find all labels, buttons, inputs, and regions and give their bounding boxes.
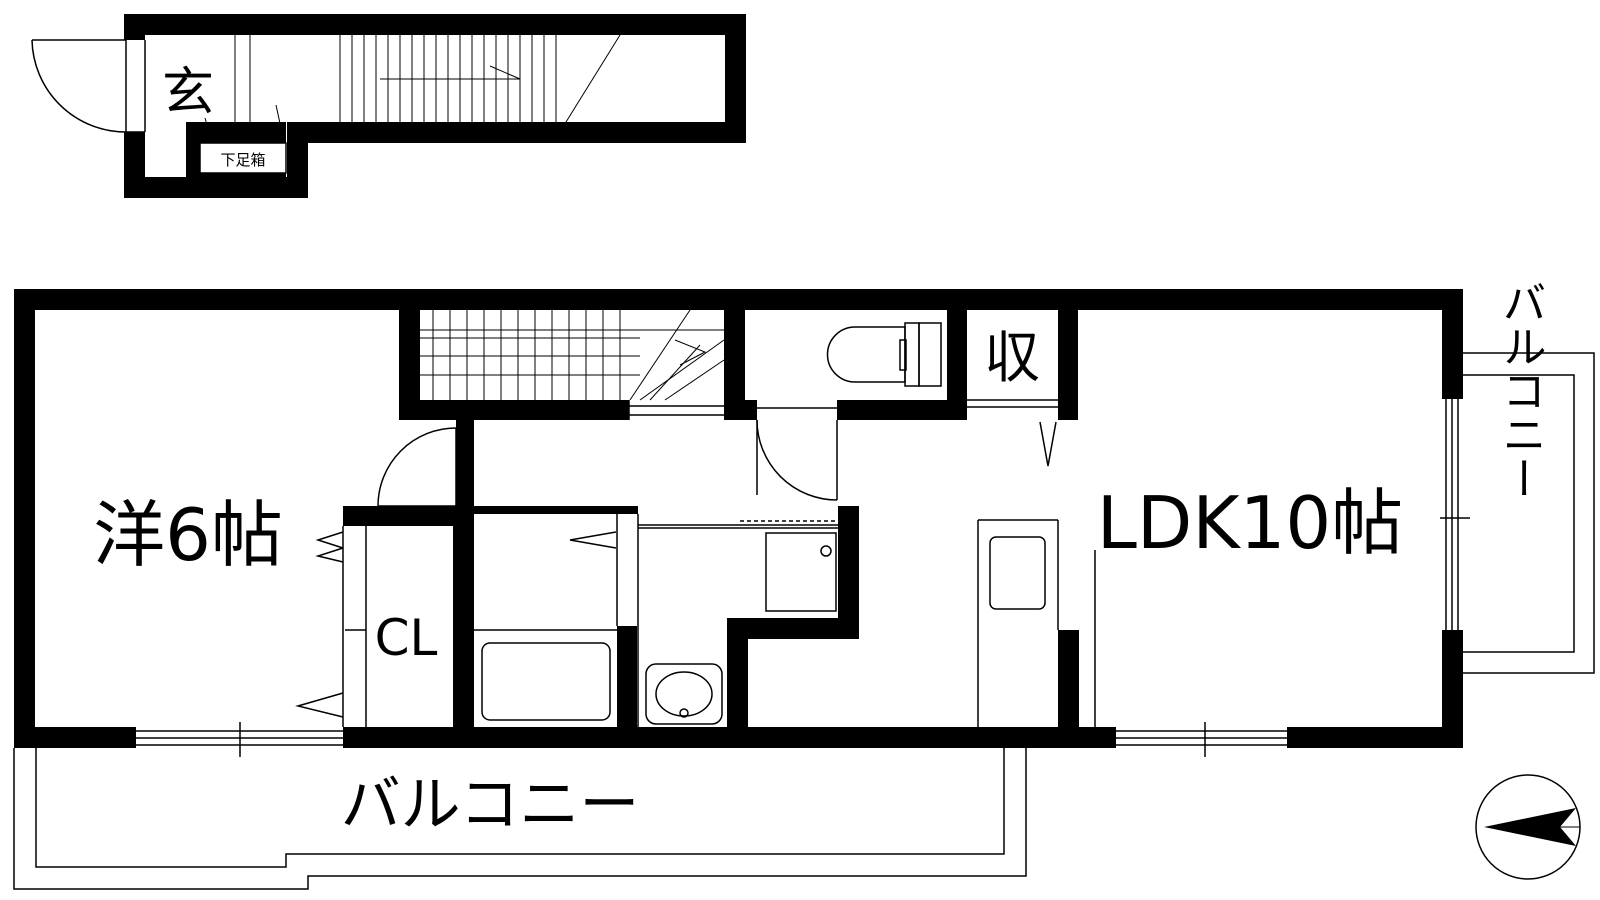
stairs-icon xyxy=(234,34,621,123)
balconies xyxy=(13,352,1595,890)
kitchen-sink-icon xyxy=(989,536,1046,610)
western-room-label: 洋6帖 xyxy=(93,493,283,577)
balcony-bottom-label: バルコニー xyxy=(341,770,640,840)
closet-label: CL xyxy=(375,609,438,667)
north-arrow-icon xyxy=(1475,774,1581,880)
balcony-right-label: バルコニー xyxy=(1495,280,1546,500)
bathtub-icon xyxy=(481,642,611,721)
thin-lines xyxy=(342,399,1096,727)
shoe-box: 下足箱 xyxy=(199,104,287,174)
ldk-label: LDK10帖 xyxy=(1097,481,1403,565)
main-floor: 収 xyxy=(13,280,1595,890)
entrance-door xyxy=(31,39,146,133)
door-swings xyxy=(295,419,1057,718)
washbasin-icon xyxy=(645,663,723,725)
storage-label: 収 xyxy=(984,326,1040,391)
toilet-icon xyxy=(826,322,942,387)
windows xyxy=(136,399,1470,757)
entrance-floor: 下足箱 玄 xyxy=(31,14,746,198)
shoe-box-label: 下足箱 xyxy=(220,151,265,169)
stairs-icon xyxy=(420,309,725,401)
outer-walls xyxy=(14,289,1463,748)
interior-walls xyxy=(343,310,1079,748)
washing-machine-space xyxy=(765,532,837,612)
entrance-label: 玄 xyxy=(162,63,214,123)
